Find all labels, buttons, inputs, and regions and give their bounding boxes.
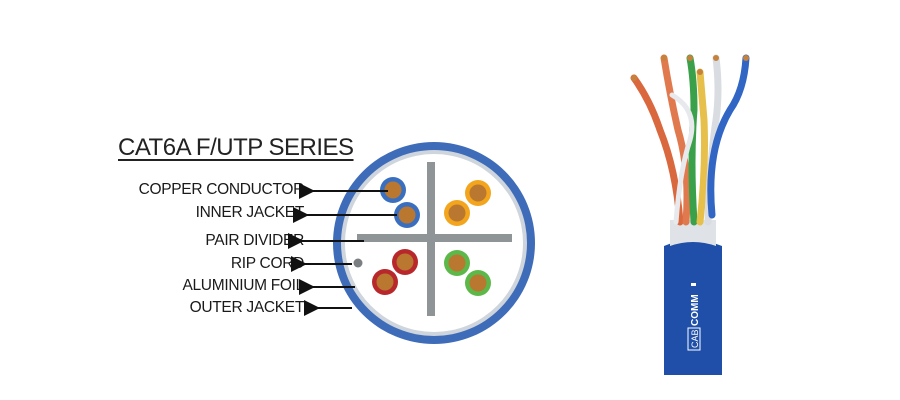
blue-pair	[380, 177, 420, 228]
cable-product-image: CAB COMM	[630, 54, 750, 375]
label-pair-divider: PAIR DIVIDER	[205, 232, 304, 249]
brand-comm: COMM	[690, 294, 701, 326]
label-rip-cord: RIP CORD	[230, 255, 304, 272]
outer-jacket	[664, 240, 722, 375]
cable-cross-section	[333, 142, 535, 344]
label-outer-jacket: OUTER JACKET	[189, 299, 305, 316]
foil	[670, 220, 716, 246]
rip-cord	[353, 258, 363, 268]
green-wire	[686, 54, 698, 226]
blue-wire	[707, 54, 750, 219]
diagram-title: CAT6A F/UTP SERIES	[118, 134, 354, 161]
pair-divider-horizontal	[357, 234, 512, 242]
label-copper-conductor: COPPER CONDUCTOR	[138, 181, 305, 198]
yellow-wire	[696, 68, 708, 226]
orange-pair	[444, 180, 491, 226]
red-pair	[372, 249, 418, 295]
label-inner-jacket: INNER JACKET	[195, 204, 305, 221]
brand-cab: CAB	[690, 329, 700, 348]
label-aluminium-foil: ALUMINIUM FOIL	[182, 277, 304, 294]
green-pair	[444, 250, 491, 296]
brand-logo: CAB COMM	[687, 283, 701, 351]
leader-arrows	[288, 183, 397, 316]
